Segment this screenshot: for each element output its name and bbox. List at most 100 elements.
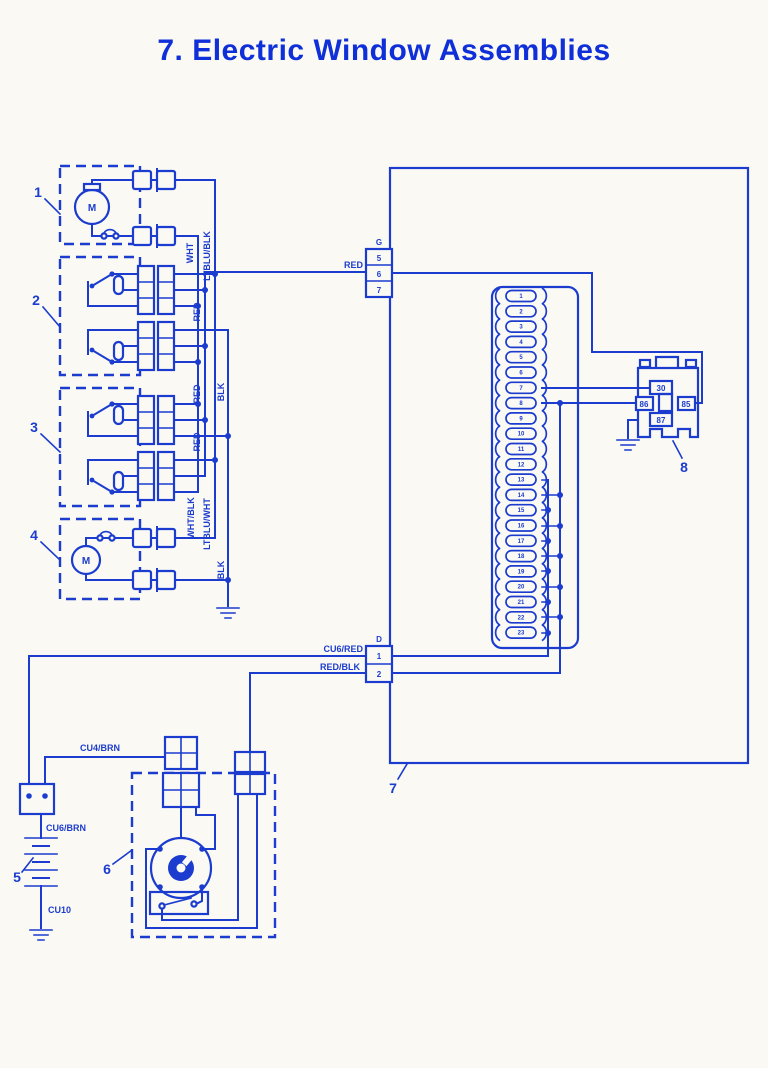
fuse-number: 18 [518, 554, 525, 560]
component-5-battery: CU6/BRN CU10 5 [13, 782, 86, 941]
wire-label-cu10: CU10 [48, 905, 71, 915]
fuse-number: 6 [519, 371, 523, 377]
fuse: 21 [494, 593, 548, 611]
connector-g-pin7: 7 [377, 286, 382, 295]
wire-label-red-2: RED [192, 384, 202, 404]
fuse: 16 [494, 516, 548, 535]
component-3-outline [58, 386, 142, 508]
fuse-number: 10 [518, 432, 525, 438]
fuse-number: 4 [519, 340, 523, 346]
wire-label-red-3: RED [192, 432, 202, 452]
component-1-motor: M 1 [34, 164, 216, 249]
feed-wires: CU6/RED RED/BLK CU4/BRN [28, 644, 367, 785]
wire-label-red-1: RED [192, 302, 202, 322]
fuse-number: 16 [518, 524, 525, 530]
component-2-switch: 2 [32, 255, 229, 377]
fuse-panel-outline [490, 285, 580, 650]
fuse-number: 8 [519, 401, 523, 407]
relay-terminal-87: 87 [657, 416, 666, 425]
wire-label-blk-1: BLK [216, 382, 226, 401]
battery-icon [24, 837, 58, 887]
component-1-number: 1 [34, 184, 42, 200]
fuse-number: 1 [519, 294, 523, 300]
fuse: 11 [494, 440, 548, 458]
ground-icon [216, 607, 240, 619]
wire-label-cu6-red: CU6/RED [323, 644, 363, 654]
component-4-motor: M 4 [30, 517, 229, 601]
wire-label-ltblu-wht: LTBLU/WHT [202, 498, 212, 550]
motor-letter: M [88, 203, 96, 214]
wire-label-blk-2: BLK [216, 560, 226, 579]
fuse: 2 [494, 302, 548, 321]
fuse: 12 [494, 455, 548, 474]
relay-terminal-30: 30 [657, 384, 666, 393]
relay-terminal-85: 85 [682, 400, 691, 409]
connector-g-pin5: 5 [377, 254, 382, 263]
page-title: 7. Electric Window Assemblies [157, 34, 611, 67]
component-6-number: 6 [103, 861, 111, 877]
fuse-number: 7 [519, 386, 523, 392]
fuse: 6 [494, 363, 548, 382]
fuse-number: 21 [518, 600, 525, 606]
component-8-relay: 30 86 85 87 8 [616, 355, 700, 475]
wire-labels: WHT LTBLU/BLK RED RED BLK RED WHT/BLK LT… [185, 231, 363, 580]
component-7-harness-box: 7 G 5 6 7 D 1 2 [364, 166, 750, 796]
component-6-outline [130, 771, 277, 939]
fuse: 23 [494, 623, 548, 642]
fuse: 10 [494, 424, 548, 443]
fuse-number: 11 [518, 447, 525, 453]
fuse-number: 23 [518, 631, 525, 637]
fuse: 13 [494, 470, 548, 489]
fuse: 7 [494, 379, 548, 397]
wire-label-cu6-brn: CU6/BRN [46, 823, 86, 833]
component-8-number: 8 [680, 459, 688, 475]
wire-label-red-feed: RED [344, 260, 364, 270]
component-6-ignition: 6 [103, 735, 277, 939]
relay-terminal-86: 86 [640, 400, 649, 409]
fuse: 9 [494, 409, 548, 428]
fuse: 8 [494, 394, 548, 412]
component-4-number: 4 [30, 527, 38, 543]
wire-label-cu4-brn: CU4/BRN [80, 743, 120, 753]
component-2-outline [58, 255, 142, 377]
component-1-outline [58, 164, 142, 246]
connector-d: D 1 2 [364, 635, 394, 684]
fuse-number: 15 [518, 508, 525, 514]
connector-d-pin2: 2 [377, 670, 382, 679]
fuse: 14 [494, 486, 548, 504]
fuse-number: 5 [519, 355, 523, 361]
fuse-number: 17 [518, 539, 525, 545]
connector-d-pin1: 1 [377, 652, 382, 661]
connector-d-label: D [376, 635, 382, 644]
fuse: 17 [494, 532, 548, 550]
fuse-number: 2 [519, 309, 523, 315]
motor-letter: M [82, 556, 90, 567]
component-5-number: 5 [13, 869, 21, 885]
fuse-number: 9 [519, 416, 523, 422]
bus-junctions [195, 271, 231, 583]
ground-icon [29, 929, 53, 941]
wire-label-red-blk: RED/BLK [320, 662, 360, 672]
harness-internal-wires [391, 272, 703, 674]
fuse-number: 13 [518, 478, 525, 484]
ground-icon [616, 439, 640, 451]
fuse: 5 [494, 348, 548, 366]
connector-g-pin6: 6 [377, 270, 382, 279]
fuse-number: 14 [518, 493, 525, 499]
fuse: 22 [494, 608, 548, 627]
junction-box [18, 782, 56, 816]
fuse: 19 [494, 562, 548, 581]
harness-box-outline [388, 166, 750, 765]
connector-g: G 5 6 7 [364, 238, 394, 299]
component-3-number: 3 [30, 419, 38, 435]
fuse-number: 3 [519, 325, 523, 331]
connector-g-label: G [376, 238, 382, 247]
fuse-number: 20 [518, 585, 525, 591]
component-3-switch: 3 [30, 386, 229, 508]
fuse: 3 [494, 317, 548, 336]
fuse: 20 [494, 577, 548, 596]
fuse-number: 12 [518, 462, 525, 468]
